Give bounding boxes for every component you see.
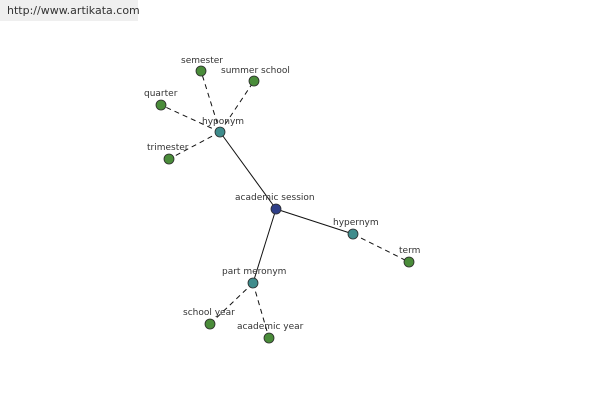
url-banner: http://www.artikata.com [0,0,140,21]
edge-academic-session-to-part-meronym [252,208,277,284]
node-dot-semester[interactable] [195,65,207,77]
node-dot-academic-session[interactable] [270,203,282,215]
node-trimester[interactable]: trimester [147,143,189,165]
node-dot-hypernym[interactable] [347,228,359,240]
node-part-meronym[interactable]: part meronym [222,267,286,289]
node-hypernym[interactable]: hypernym [333,218,379,240]
edges-layer [160,70,410,339]
node-label-hypernym: hypernym [333,218,379,228]
node-label-hyponym: hyponym [202,117,244,127]
node-label-term: term [399,246,420,256]
node-dot-quarter[interactable] [155,99,167,111]
edge-academic-session-to-hyponym [219,131,277,210]
edge-hyponym-to-quarter [160,104,221,133]
node-label-trimester: trimester [147,143,189,153]
node-label-part-meronym: part meronym [222,267,286,277]
node-dot-summer-school[interactable] [248,75,260,87]
edge-part-meronym-to-school-year [209,282,254,325]
node-label-academic-session: academic session [235,193,315,203]
url-link[interactable]: http://www.artikata.com [7,4,140,17]
node-label-school-year: school year [183,308,235,318]
node-label-academic-year: academic year [237,322,304,332]
node-dot-term[interactable] [403,256,415,268]
node-label-summer-school: summer school [221,66,290,76]
node-dot-school-year[interactable] [204,318,216,330]
node-term[interactable]: term [399,246,420,268]
node-quarter[interactable]: quarter [144,89,178,111]
node-hyponym[interactable]: hyponym [202,117,244,138]
node-dot-hyponym[interactable] [214,126,226,138]
node-summer-school[interactable]: summer school [221,66,290,87]
edge-hyponym-to-summer-school [219,80,255,133]
node-academic-session[interactable]: academic session [235,193,315,215]
node-label-quarter: quarter [144,89,178,99]
edge-hypernym-to-term [352,233,410,263]
node-label-semester: semester [181,56,223,66]
node-dot-part-meronym[interactable] [247,277,259,289]
edge-part-meronym-to-academic-year [252,282,270,339]
edge-academic-session-to-hypernym [275,208,354,235]
node-semester[interactable]: semester [181,56,223,77]
node-school-year[interactable]: school year [183,308,235,330]
edge-hyponym-to-semester [200,70,221,133]
node-academic-year[interactable]: academic year [237,322,304,344]
node-dot-academic-year[interactable] [263,332,275,344]
edge-hyponym-to-trimester [168,131,221,160]
node-dot-trimester[interactable] [163,153,175,165]
nodes-layer: academic session hyponym hypernym part mero… [144,56,420,344]
